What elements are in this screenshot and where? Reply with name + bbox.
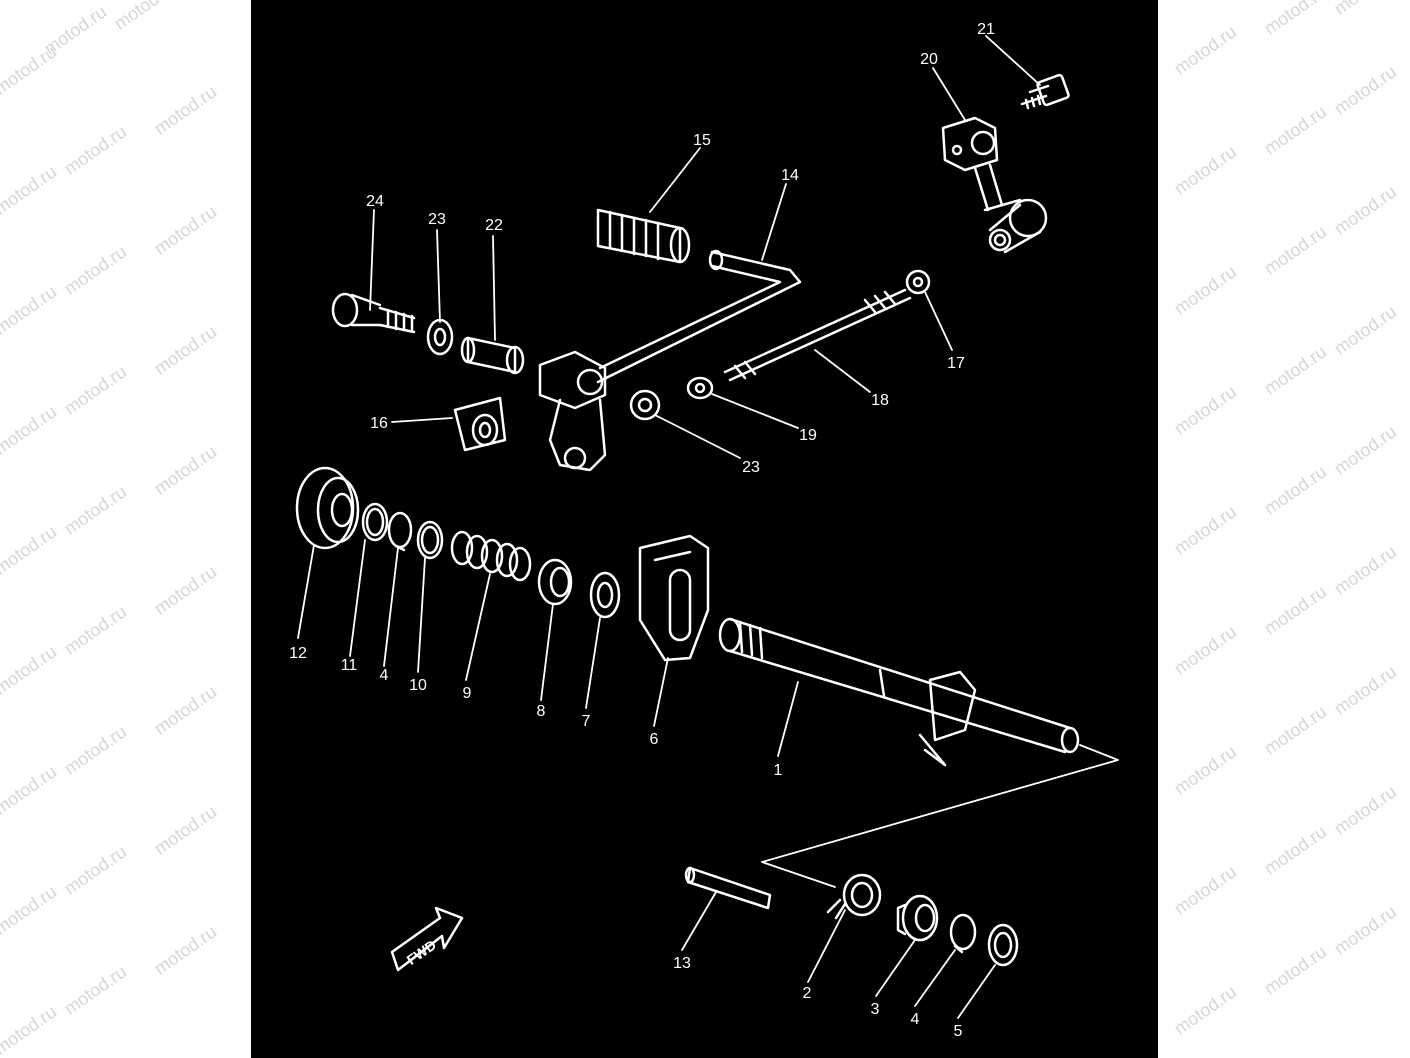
part-10-washer	[416, 520, 444, 560]
callout-4-lower: 4	[911, 1011, 920, 1028]
part-4-circlip-lower	[949, 913, 977, 954]
callout-7: 7	[582, 713, 591, 730]
detail-leader	[761, 744, 1119, 888]
callout-2: 2	[803, 985, 812, 1002]
callout-17: 17	[947, 355, 965, 372]
callout-18: 18	[871, 392, 889, 409]
callout-1: 1	[774, 762, 783, 779]
callout-5: 5	[954, 1023, 963, 1040]
part-23-washer	[426, 318, 454, 356]
callout-14: 14	[781, 167, 799, 184]
diagram-panel	[251, 0, 1158, 1058]
callout-12: 12	[289, 645, 307, 662]
callout-16: 16	[370, 415, 388, 432]
callout-labels: 21 20 15 14 24 23 22 16 17 18 19 23 12 1…	[289, 21, 995, 1040]
callout-22: 22	[485, 217, 503, 234]
callout-8: 8	[537, 703, 546, 720]
callout-6: 6	[650, 731, 659, 748]
callout-4: 4	[380, 667, 389, 684]
part-13-pin	[684, 866, 772, 910]
callout-9: 9	[463, 685, 472, 702]
callout-23: 23	[428, 211, 446, 228]
part-11-ring	[361, 502, 389, 542]
callout-3: 3	[871, 1001, 880, 1018]
part-7-washer	[589, 571, 621, 619]
callout-15: 15	[693, 132, 711, 149]
callout-10: 10	[409, 677, 427, 694]
callout-23-lower: 23	[742, 459, 760, 476]
part-9-spring	[450, 530, 532, 582]
part-8-collar	[537, 558, 573, 606]
part-6-stopper-plate	[638, 534, 710, 662]
part-12-oil-seal	[295, 466, 360, 550]
part-5-washer	[987, 923, 1019, 967]
part-14-shift-lever	[538, 249, 802, 472]
fwd-arrow-icon	[390, 906, 464, 972]
callout-20: 20	[920, 51, 938, 68]
part-21-bolt	[1020, 73, 1070, 110]
part-17-nut	[905, 269, 931, 295]
callout-11: 11	[341, 657, 358, 674]
part-16-bush	[453, 396, 507, 452]
part-22-collar	[460, 336, 525, 375]
part-24-bolt	[331, 292, 416, 334]
callout-19: 19	[799, 427, 817, 444]
leader-lines	[297, 35, 1041, 1019]
callout-24: 24	[366, 193, 384, 210]
part-15-rubber	[596, 208, 691, 264]
part-19-nut	[686, 376, 714, 400]
part-3-collar	[896, 894, 939, 942]
callout-13: 13	[673, 955, 691, 972]
part-20-shift-arm	[941, 116, 1048, 254]
part-1-shift-shaft	[718, 617, 1080, 767]
part-2-return-spring	[826, 873, 882, 920]
part-4-circlip	[387, 511, 413, 552]
part-18-shift-rod	[723, 288, 912, 382]
callout-21: 21	[977, 21, 995, 38]
